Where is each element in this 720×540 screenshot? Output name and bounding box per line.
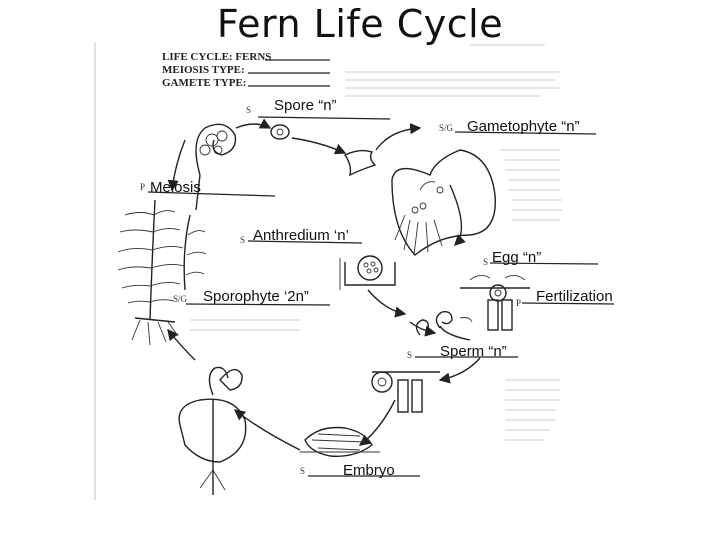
antheridium-drawing (339, 255, 396, 290)
slide-title: Fern Life Cycle (216, 2, 504, 46)
blank-sporophyte (185, 303, 331, 306)
tag-fertilization: P (516, 298, 521, 308)
header-gamete-type: GAMETE TYPE: (162, 77, 246, 89)
label-spore: Spore “n” (274, 97, 337, 114)
cycle-arrows (167, 118, 481, 451)
label-egg: Egg “n” (492, 249, 541, 266)
tag-sperm: S (407, 350, 412, 360)
blank-meiosis (147, 191, 276, 197)
sporangium-drawing (195, 123, 237, 211)
zygote-drawing (371, 371, 440, 413)
label-gametophyte: Gametophyte “n” (467, 118, 580, 135)
young-sporophyte-drawing (178, 366, 247, 495)
tag-meiosis: P (140, 182, 145, 192)
sperm-drawing (415, 310, 473, 336)
tag-egg: S (483, 257, 488, 267)
header-meiosis-type: MEIOSIS TYPE: (162, 64, 245, 76)
archegonium-drawing (460, 275, 530, 331)
stage-labels: Spore “n” Gametophyte “n” Meiosis Anthre… (150, 97, 613, 479)
label-meiosis: Meiosis (150, 179, 201, 196)
label-sporophyte: Sporophyte ‘2n” (203, 288, 309, 305)
label-fertilization: Fertilization (536, 288, 613, 305)
blank-fertilization (521, 302, 615, 305)
spore-drawing (270, 124, 377, 177)
mature-sporophyte-drawing (117, 199, 207, 346)
blank-egg (489, 262, 599, 265)
worksheet-header: LIFE CYCLE: FERNS MEIOSIS TYPE: GAMETE T… (162, 51, 330, 89)
blank-anthredium (247, 240, 363, 244)
blank-spore (257, 116, 391, 120)
tag-gametophyte: S/G (439, 123, 454, 133)
background-scan-lines (94, 42, 562, 500)
tag-embryo: S (300, 466, 305, 476)
label-embryo: Embryo (343, 462, 395, 479)
answer-blanks (147, 116, 615, 477)
tag-spore: S (246, 105, 251, 115)
gametophyte-drawing (391, 149, 496, 256)
embryo-drawing (300, 426, 380, 457)
label-anthredium: Anthredium ‘n’ (253, 227, 349, 244)
blank-gametophyte (454, 131, 597, 135)
blank-tags: S S/G P S S S/G P S S (140, 105, 521, 476)
label-sperm: Sperm “n” (440, 343, 507, 360)
tag-anthredium: S (240, 235, 245, 245)
tag-sporophyte: S/G (173, 294, 188, 304)
header-life-cycle: LIFE CYCLE: FERNS (162, 51, 271, 63)
